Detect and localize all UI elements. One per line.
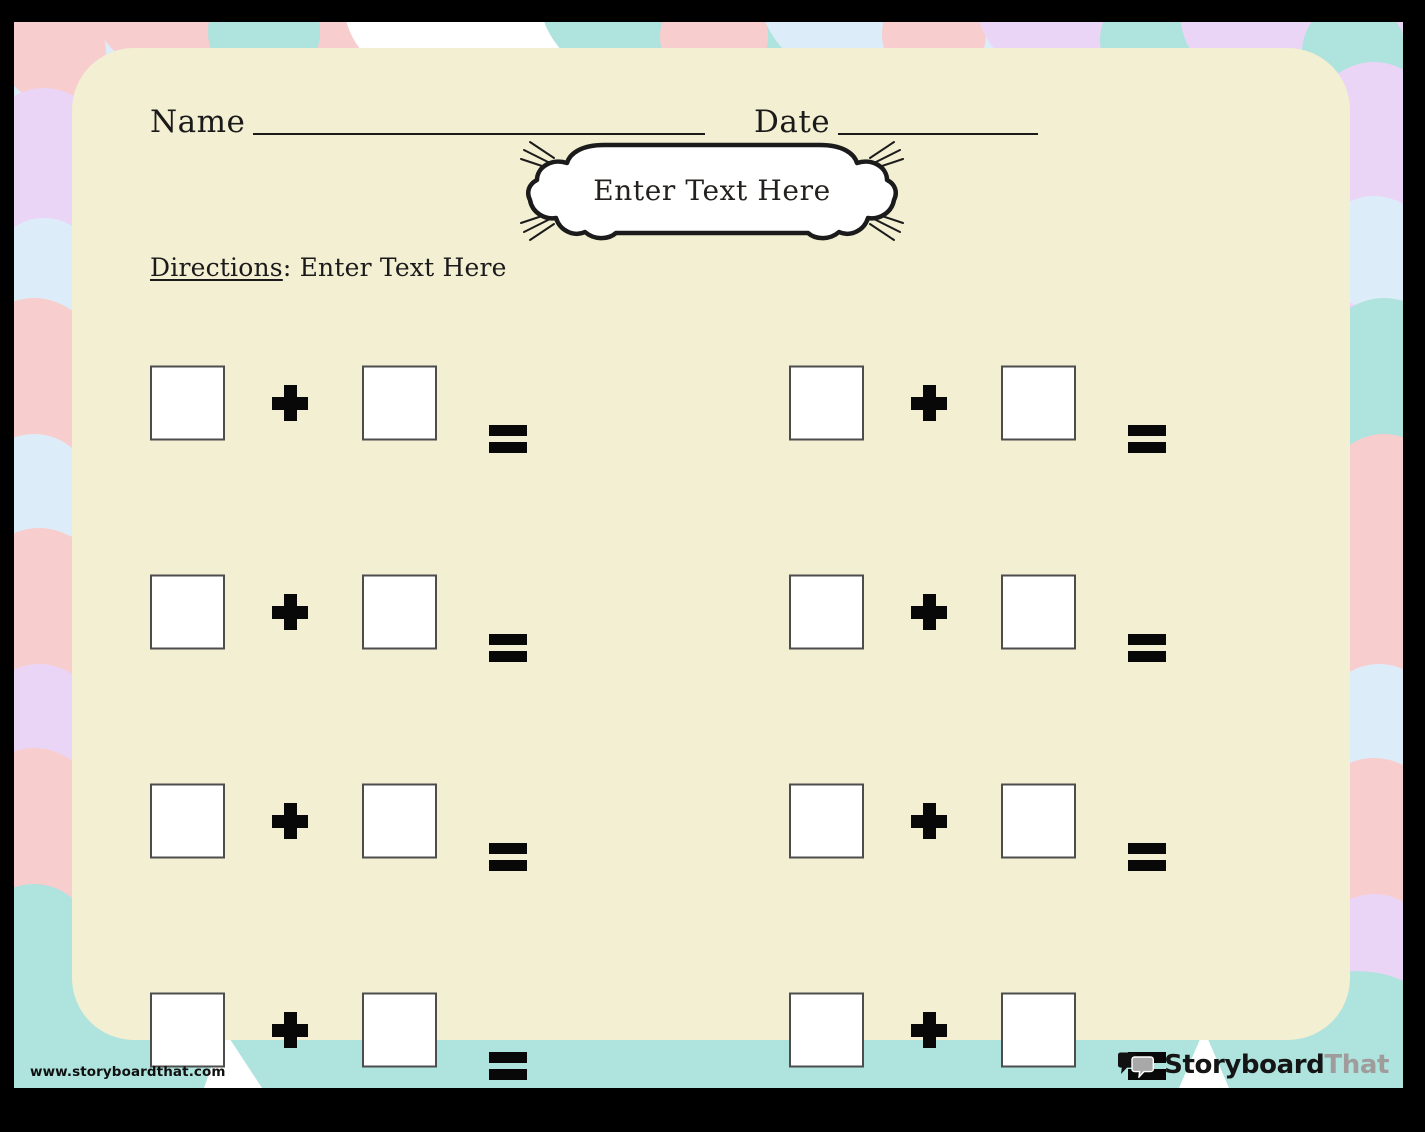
equals-icon xyxy=(1128,424,1166,454)
directions-value[interactable]: Enter Text Here xyxy=(299,253,507,282)
plus-icon xyxy=(272,803,308,839)
plus-icon xyxy=(911,385,947,421)
problem-row xyxy=(72,985,1350,1080)
plus-icon xyxy=(272,1012,308,1048)
equals-icon xyxy=(489,842,527,872)
title-text: Enter Text Here xyxy=(593,173,831,207)
equals-icon xyxy=(1128,842,1166,872)
addend-box[interactable] xyxy=(789,574,864,650)
addend-box[interactable] xyxy=(789,783,864,859)
problem-row xyxy=(72,567,1350,662)
date-write-line[interactable] xyxy=(838,133,1039,135)
plus-icon xyxy=(272,385,308,421)
name-field[interactable]: Name xyxy=(150,104,706,140)
problem-cell xyxy=(72,567,711,662)
addend-box[interactable] xyxy=(1001,574,1076,650)
problem-cell xyxy=(711,567,1350,662)
equals-icon xyxy=(1128,633,1166,663)
name-label: Name xyxy=(150,104,246,140)
name-date-row: Name Date xyxy=(150,86,1260,140)
equals-icon xyxy=(489,424,527,454)
brand-wordmark: StoryboardThat xyxy=(1164,1050,1389,1080)
worksheet-card: Name Date xyxy=(72,48,1350,1080)
brand-part-storyboard: Storyboard xyxy=(1164,1050,1325,1080)
directions-line: Directions: Enter Text Here xyxy=(150,253,507,282)
addend-box[interactable] xyxy=(1001,365,1076,441)
addend-box[interactable] xyxy=(1001,992,1076,1068)
problem-cell xyxy=(711,985,1350,1080)
addend-box[interactable] xyxy=(150,992,225,1068)
addend-box[interactable] xyxy=(1001,783,1076,859)
problem-cell xyxy=(72,985,711,1080)
date-field[interactable]: Date xyxy=(754,104,1039,140)
plus-icon xyxy=(911,594,947,630)
equals-icon xyxy=(489,1051,527,1081)
footer-url[interactable]: www.storyboardthat.com xyxy=(30,1064,226,1080)
plus-icon xyxy=(911,1012,947,1048)
brand-part-that: That xyxy=(1324,1050,1389,1080)
addend-box[interactable] xyxy=(150,783,225,859)
problem-row xyxy=(72,358,1350,453)
directions-label: Directions xyxy=(150,253,283,282)
equals-icon xyxy=(489,633,527,663)
problems-grid xyxy=(72,300,1350,1080)
addend-box[interactable] xyxy=(362,783,437,859)
problem-cell xyxy=(72,776,711,871)
addend-box[interactable] xyxy=(789,365,864,441)
storyboardthat-logo[interactable]: StoryboardThat xyxy=(1117,1050,1389,1080)
addend-box[interactable] xyxy=(362,574,437,650)
addend-box[interactable] xyxy=(789,992,864,1068)
problem-cell xyxy=(711,776,1350,871)
name-write-line[interactable] xyxy=(253,133,706,135)
date-label: Date xyxy=(754,104,831,140)
addend-box[interactable] xyxy=(362,365,437,441)
problem-row xyxy=(72,776,1350,871)
problem-cell xyxy=(711,358,1350,453)
cloud-banner-shape xyxy=(520,141,904,241)
plus-icon xyxy=(272,594,308,630)
directions-separator: : xyxy=(282,253,300,282)
title-banner[interactable]: Enter Text Here xyxy=(512,136,912,246)
addend-box[interactable] xyxy=(150,365,225,441)
problem-cell xyxy=(72,358,711,453)
plus-icon xyxy=(911,803,947,839)
speech-bubbles-icon xyxy=(1117,1052,1155,1080)
addend-box[interactable] xyxy=(150,574,225,650)
addend-box[interactable] xyxy=(362,992,437,1068)
